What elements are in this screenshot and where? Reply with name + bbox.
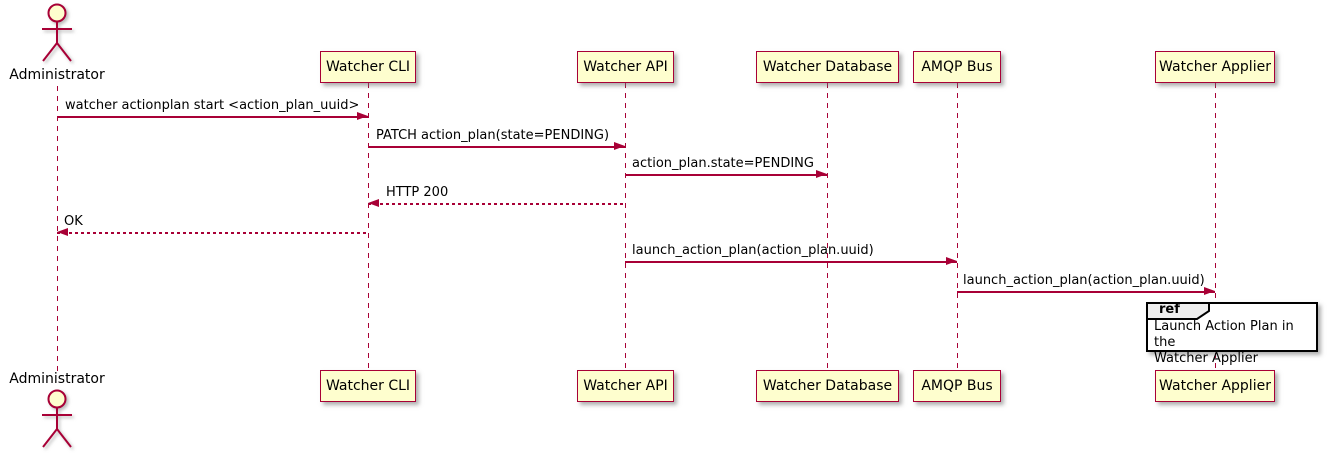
- participant-box-amqp-bus-top: AMQP Bus: [913, 51, 1001, 83]
- message-line-3: [625, 174, 827, 176]
- message-label-launch-action-plan-1: launch_action_plan(action_plan.uuid): [632, 243, 874, 258]
- message-label-ok: OK: [64, 214, 83, 229]
- arrowhead-right-icon: [946, 257, 957, 265]
- lifeline-watcher-cli: [368, 83, 369, 370]
- message-label-launch-action-plan-2: launch_action_plan(action_plan.uuid): [963, 273, 1205, 288]
- message-line-6: [625, 261, 957, 263]
- lifeline-watcher-database: [827, 83, 828, 370]
- message-label-actionplan-start: watcher actionplan start <action_plan_uu…: [65, 98, 360, 113]
- ref-fragment: ref Launch Action Plan in the Watcher Ap…: [1146, 302, 1318, 366]
- actor-label-bottom: Administrator: [9, 371, 105, 387]
- participant-box-watcher-database-bottom: Watcher Database: [756, 370, 899, 402]
- lifeline-amqp-bus: [957, 83, 958, 370]
- ref-text: Launch Action Plan in the Watcher Applie…: [1154, 319, 1294, 366]
- arrowhead-left-icon: [57, 228, 68, 236]
- message-line-2: [368, 146, 625, 148]
- participant-box-watcher-applier-bottom: Watcher Applier: [1155, 370, 1275, 402]
- participant-box-watcher-cli-top: Watcher CLI: [320, 51, 416, 83]
- ref-keyword: ref: [1159, 302, 1180, 317]
- ref-tag-pentagon-icon: [1146, 302, 1210, 320]
- participant-box-watcher-applier-top: Watcher Applier: [1155, 51, 1275, 83]
- lifeline-watcher-applier: [1215, 83, 1216, 370]
- message-line-4: [368, 203, 625, 205]
- message-line-1: [57, 116, 368, 118]
- participant-box-watcher-api-top: Watcher API: [577, 51, 674, 83]
- participant-box-amqp-bus-bottom: AMQP Bus: [913, 370, 1001, 402]
- participant-box-watcher-cli-bottom: Watcher CLI: [320, 370, 416, 402]
- participant-box-watcher-api-bottom: Watcher API: [577, 370, 674, 402]
- arrowhead-right-icon: [614, 142, 625, 150]
- lifeline-watcher-api: [625, 83, 626, 370]
- actor-icon: [42, 389, 72, 448]
- arrowhead-right-icon: [1204, 287, 1215, 295]
- actor-label-top: Administrator: [9, 67, 105, 83]
- arrowhead-right-icon: [816, 170, 827, 178]
- arrowhead-left-icon: [368, 199, 379, 207]
- message-label-state-pending: action_plan.state=PENDING: [632, 156, 814, 171]
- message-label-http-200: HTTP 200: [386, 185, 449, 200]
- message-label-patch-action-plan: PATCH action_plan(state=PENDING): [376, 128, 610, 143]
- arrowhead-right-icon: [357, 112, 368, 120]
- message-line-7: [957, 291, 1215, 293]
- message-line-5: [57, 232, 368, 234]
- actor-icon: [42, 3, 72, 62]
- participant-box-watcher-database-top: Watcher Database: [756, 51, 899, 83]
